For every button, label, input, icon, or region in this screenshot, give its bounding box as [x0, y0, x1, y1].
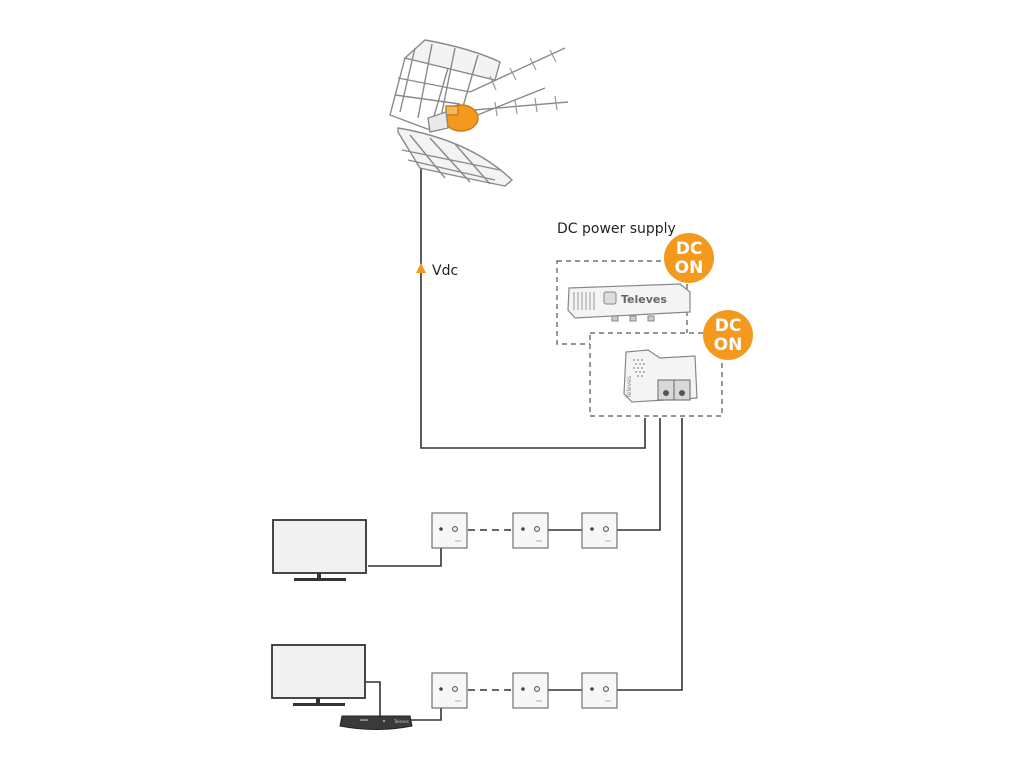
- wall-sockets-row-1: [431, 512, 618, 549]
- director-3: [469, 87, 546, 119]
- amplifier-port-1: [663, 390, 669, 396]
- set-top-box-brand: Televes: [393, 719, 409, 724]
- vdc-arrow-icon: [416, 263, 426, 273]
- cable-antenna-to-amplifier: [420, 168, 646, 449]
- antenna: [389, 39, 569, 187]
- wall-socket: [512, 672, 549, 709]
- tv-1: [272, 519, 367, 581]
- tv-2-screen: [271, 644, 366, 699]
- cable-socket-to-tv1: [368, 530, 442, 567]
- svg-text:ON: ON: [675, 258, 704, 278]
- power-supply-brand: Televes: [621, 293, 667, 306]
- tv-2-stand: [293, 703, 345, 706]
- svg-text:DC: DC: [715, 316, 742, 336]
- tv-2: [271, 644, 366, 706]
- antenna-mast-clamp: [427, 111, 449, 133]
- svg-text:ON: ON: [714, 335, 743, 355]
- wall-socket: [431, 672, 468, 709]
- wall-socket: [581, 672, 618, 709]
- tv-1-stand: [294, 578, 346, 581]
- dc-on-badge-2: DC ON: [703, 310, 753, 360]
- amplifier-port-2: [679, 390, 685, 396]
- wall-socket: [512, 512, 549, 549]
- cable-stb-to-tv2: [366, 681, 381, 716]
- dc-on-badge-1: DC ON: [664, 233, 714, 283]
- power-supply-label: DC power supply: [557, 221, 676, 237]
- wall-sockets-row-2: [431, 672, 618, 709]
- wall-socket: [581, 512, 618, 549]
- dashed-cables: [468, 529, 513, 691]
- cable-amplifier-to-row2: [617, 418, 683, 691]
- director-1: [469, 47, 566, 93]
- power-supply-logo-icon: [603, 291, 617, 305]
- reflector-lower: [397, 127, 514, 187]
- vdc-label: Vdc: [432, 263, 458, 279]
- wall-socket: [431, 512, 468, 549]
- power-supply-unit: Televes: [567, 283, 691, 322]
- set-top-box: Televes: [339, 715, 413, 730]
- tv-1-screen: [272, 519, 367, 574]
- amplifier-unit: Televes: [623, 349, 698, 403]
- cable-amplifier-to-row1: [617, 418, 661, 531]
- svg-text:DC: DC: [676, 239, 703, 259]
- cables: [366, 168, 683, 721]
- director-2: [473, 101, 569, 111]
- amplifier-brand: Televes: [626, 376, 633, 399]
